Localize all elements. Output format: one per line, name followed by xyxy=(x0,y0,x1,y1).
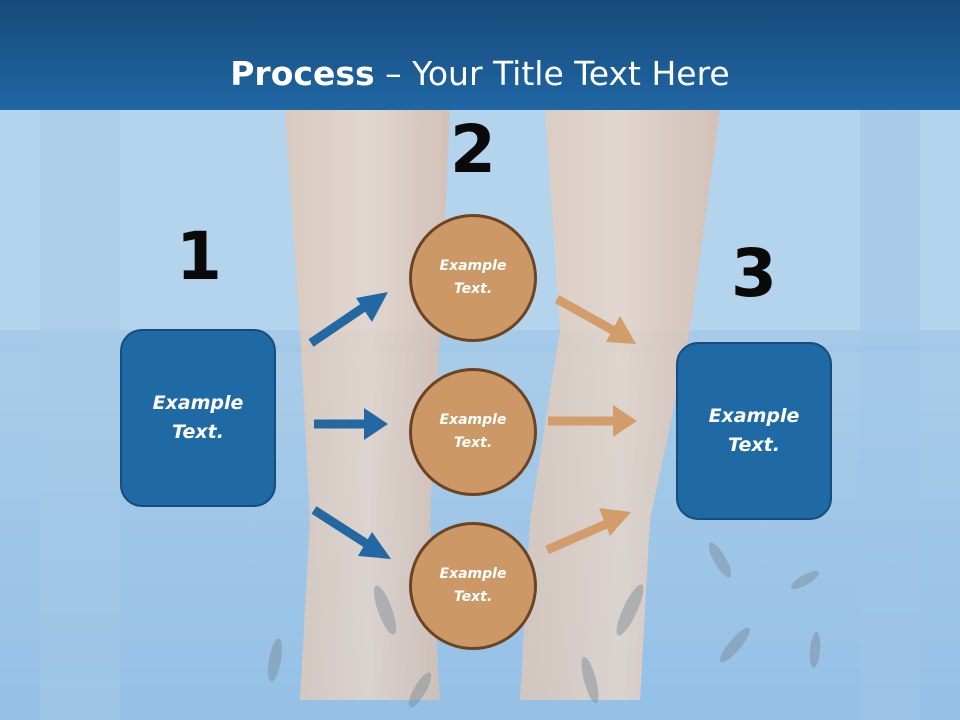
orange-arrow-up[interactable] xyxy=(545,508,631,555)
blue-arrow-straight[interactable] xyxy=(314,408,388,440)
orange-arrow-down[interactable] xyxy=(554,295,636,344)
title-rest: – Your Title Text Here xyxy=(374,54,730,93)
circle-middle-text: Example Text. xyxy=(439,412,507,451)
blue-arrow-up[interactable] xyxy=(308,292,388,347)
title-bar xyxy=(0,0,960,110)
blue-arrow-down[interactable] xyxy=(311,506,391,559)
step-3-number: 3 xyxy=(731,235,777,312)
step-1-box-text: Example Text. xyxy=(152,392,244,443)
step-2-circle-middle[interactable]: Example Text. xyxy=(409,368,537,496)
step-1-box[interactable]: Example Text. xyxy=(120,329,276,507)
step-3-box[interactable]: Example Text. xyxy=(676,342,832,520)
circle-top-text: Example Text. xyxy=(439,258,507,297)
step-2-circle-bottom[interactable]: Example Text. xyxy=(409,522,537,650)
step-2-number: 2 xyxy=(450,111,496,188)
orange-arrow-straight[interactable] xyxy=(548,405,637,437)
step-3-box-text: Example Text. xyxy=(708,405,800,456)
circle-bottom-text: Example Text. xyxy=(439,566,507,605)
slide-title[interactable]: Process – Your Title Text Here xyxy=(0,52,960,96)
step-1-number: 1 xyxy=(176,218,222,295)
title-bold: Process xyxy=(230,54,375,93)
step-2-circle-top[interactable]: Example Text. xyxy=(409,214,537,342)
